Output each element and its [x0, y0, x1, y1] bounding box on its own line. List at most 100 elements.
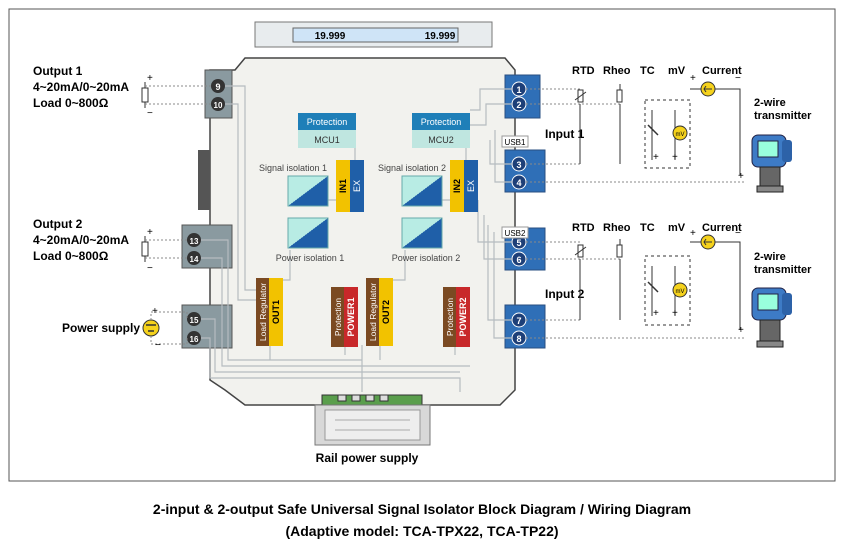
signal-isolation-1-label: Signal isolation 1	[259, 163, 327, 173]
protection-block-ch1	[298, 113, 356, 130]
power2-block	[456, 287, 470, 347]
in2-block	[450, 160, 464, 212]
protection-block-ch2	[412, 113, 470, 130]
caption-title: 2-input & 2-output Safe Universal Signal…	[152, 501, 692, 517]
input2-header-mv: mV	[668, 222, 686, 234]
svg-text:2: 2	[516, 100, 521, 110]
output1-range: 4~20mA/0~20mA	[33, 80, 129, 94]
signal-isolation-2-label: Signal isolation 2	[378, 163, 446, 173]
input1-transmitter-plus: +	[738, 171, 744, 182]
svg-text:5: 5	[516, 238, 521, 248]
caption-subtitle: (Adaptive model: TCA-TPX22, TCA-TP22)	[285, 523, 559, 539]
output2-range: 4~20mA/0~20mA	[33, 233, 129, 247]
usb2-port	[501, 226, 529, 239]
display-value-left: 19.999	[315, 31, 346, 42]
input2-header-rheo: Rheo	[603, 222, 631, 234]
input1-header-tc: TC	[640, 65, 655, 77]
ex1-label: EX	[352, 180, 362, 192]
terminal-8[interactable]: 8	[511, 330, 527, 346]
terminal-3[interactable]: 3	[511, 156, 527, 172]
input1-current-source-icon	[700, 81, 716, 97]
svg-text:15: 15	[190, 316, 199, 325]
input2-tc-plus: +	[653, 308, 659, 319]
terminal-1[interactable]: 1	[511, 81, 527, 97]
power-isolation-2-label: Power isolation 2	[392, 253, 461, 263]
terminal-14[interactable]: 14	[187, 251, 201, 265]
svg-text:6: 6	[516, 255, 521, 265]
terminal-7[interactable]: 7	[511, 312, 527, 328]
usb2-label: USB2	[505, 229, 526, 238]
svg-text:1: 1	[516, 85, 521, 95]
load-regulator-1-label: Load Regulator	[258, 283, 268, 341]
out1-block	[269, 278, 283, 346]
input2-header-current: Current	[702, 222, 742, 234]
ex2-label: EX	[466, 180, 476, 192]
input1-current-plus: +	[690, 73, 696, 84]
terminal-6[interactable]: 6	[511, 251, 527, 267]
protection-power2-block	[443, 287, 456, 347]
output2-load-resistor	[141, 236, 187, 262]
power-isolation-1-label: Power isolation 1	[276, 253, 345, 263]
transmitter2-line1: 2-wire	[754, 251, 786, 263]
svg-text:4: 4	[516, 178, 521, 188]
terminal-13[interactable]: 13	[187, 233, 201, 247]
power2-label: POWER2	[458, 297, 468, 336]
out2-label: OUT2	[381, 300, 391, 324]
terminal-10[interactable]: 10	[211, 97, 225, 111]
input1-label: Input 1	[545, 127, 585, 141]
input1-header-current: Current	[702, 65, 742, 77]
input1-header-rheo: Rheo	[603, 65, 631, 77]
in1-block	[336, 160, 350, 212]
input2-header-tc: TC	[640, 222, 655, 234]
output2-load: Load 0~800Ω	[33, 249, 109, 263]
protection-power1-block	[331, 287, 344, 347]
input1-sensor-wiring	[526, 84, 745, 183]
signal-isolator-1	[287, 175, 329, 207]
terminal-16[interactable]: 16	[187, 331, 201, 345]
output1-load-resistor	[141, 82, 211, 108]
svg-text:8: 8	[516, 334, 521, 344]
transmitter1-line1: 2-wire	[754, 97, 786, 109]
protection-power2-label: Protection	[445, 298, 455, 337]
input1-mv-badge: mV	[672, 125, 688, 141]
svg-text:16: 16	[190, 335, 199, 344]
terminal-block-in1-top	[504, 74, 541, 119]
battery-icon	[142, 311, 188, 345]
input1-current-minus: −	[735, 73, 741, 84]
power1-block	[344, 287, 358, 347]
output1-load: Load 0~800Ω	[33, 96, 109, 110]
ex1-block	[350, 160, 364, 212]
terminal-9[interactable]: 9	[211, 79, 225, 93]
in1-label: IN1	[338, 179, 348, 193]
svg-text:14: 14	[190, 255, 199, 264]
input2-current-source-icon	[700, 234, 716, 250]
transmitter1-icon	[751, 134, 792, 193]
protection-label-ch2: Protection	[421, 117, 462, 127]
usb1-label: USB1	[505, 138, 526, 147]
svg-text:10: 10	[214, 101, 223, 110]
power-plus: +	[152, 306, 158, 317]
power-supply-label: Power supply	[62, 321, 140, 335]
svg-text:13: 13	[190, 237, 199, 246]
power1-label: POWER1	[346, 297, 356, 336]
svg-text:3: 3	[516, 160, 521, 170]
in2-label: IN2	[452, 179, 462, 193]
svg-text:7: 7	[516, 316, 521, 326]
svg-text:9: 9	[215, 82, 220, 92]
terminal-2[interactable]: 2	[511, 96, 527, 112]
terminal-15[interactable]: 15	[187, 312, 201, 326]
output2-title: Output 2	[33, 217, 83, 231]
terminal-4[interactable]: 4	[511, 174, 527, 190]
protection-power1-label: Protection	[333, 298, 343, 337]
input2-current-minus: −	[735, 228, 741, 239]
input2-transmitter-plus: +	[738, 325, 744, 336]
power-minus: −	[155, 340, 161, 351]
load-regulator-1-block	[256, 278, 269, 346]
module-side-clip	[198, 150, 210, 210]
mcu1-label: MCU1	[314, 135, 340, 145]
input1-tc-plus: +	[653, 152, 659, 163]
input2-tc-plus-2: +	[672, 308, 678, 319]
rail-power-label: Rail power supply	[316, 451, 419, 465]
transmitter2-icon	[751, 287, 792, 348]
